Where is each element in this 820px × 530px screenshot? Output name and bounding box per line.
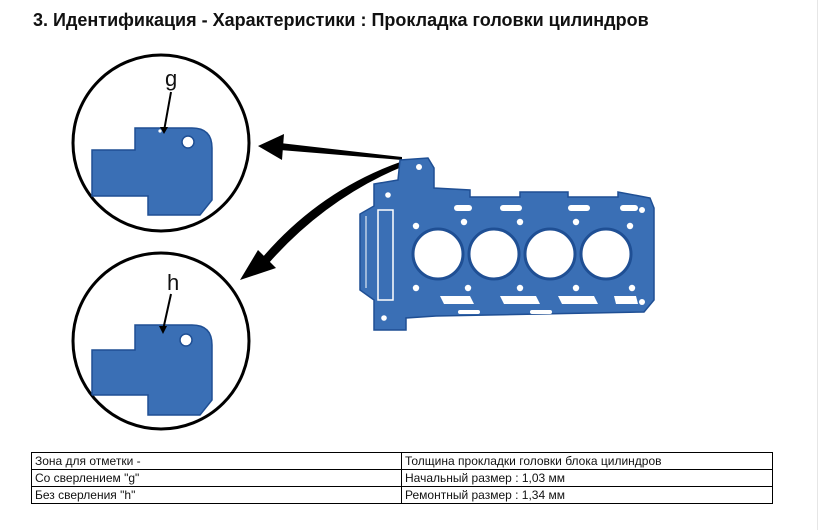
table-row: Со сверлением "g" Начальный размер : 1,0… xyxy=(31,469,773,487)
callout-label-h: h xyxy=(167,270,179,295)
pointer-arrow-top xyxy=(258,134,402,160)
table-cell-zone: Зона для отметки - xyxy=(31,452,402,470)
table-row: Без сверления "h" Ремонтный размер : 1,3… xyxy=(31,486,773,504)
callout-label-g: g xyxy=(165,66,177,91)
table-cell-zone: Без сверления "h" xyxy=(31,486,402,504)
cylinder-head-gasket xyxy=(359,157,655,331)
table-cell-value: Толщина прокладки головки блока цилиндро… xyxy=(401,452,773,470)
table-cell-value: Ремонтный размер : 1,34 мм xyxy=(401,486,773,504)
pointer-arrow-bottom xyxy=(240,161,404,280)
table-cell-zone: Со сверлением "g" xyxy=(31,469,402,487)
page-edge-divider xyxy=(817,0,818,530)
callout-circle-top xyxy=(71,53,251,233)
page-title: 3. Идентификация - Характеристики : Прок… xyxy=(33,10,649,30)
table-cell-value: Начальный размер : 1,03 мм xyxy=(401,469,773,487)
gasket-spec-table: Зона для отметки - Толщина прокладки гол… xyxy=(31,452,773,504)
table-row: Зона для отметки - Толщина прокладки гол… xyxy=(31,452,773,470)
callout-circle-bottom xyxy=(71,251,251,431)
gasket-identification-figure: g h xyxy=(71,53,655,431)
